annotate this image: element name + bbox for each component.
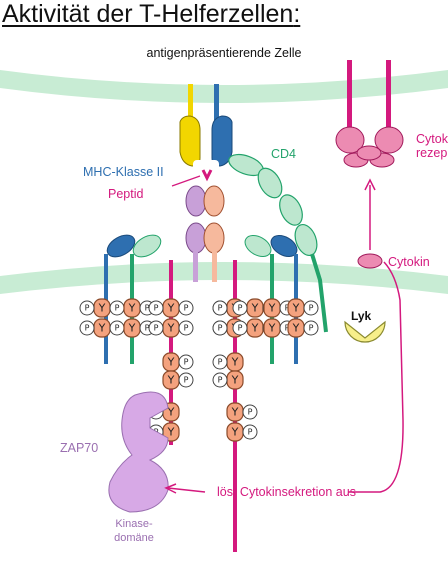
phosphate-label: P	[85, 324, 90, 333]
secretion-arrowhead	[164, 483, 177, 494]
phosphate-label: P	[85, 304, 90, 313]
phosphate-label: P	[154, 324, 159, 333]
phosphate-label: P	[184, 324, 189, 333]
cytokine-receptor-label-1: Cytok	[416, 132, 448, 146]
tcr-chains	[185, 185, 225, 282]
peptid-label: Peptid	[108, 187, 143, 201]
tyrosine-label: Y	[167, 356, 175, 369]
phosphate-marker	[212, 300, 228, 316]
phosphate-label: P	[154, 304, 159, 313]
phosphate-marker	[178, 354, 194, 370]
phosphate-marker	[148, 320, 164, 336]
phosphate-label: P	[285, 324, 290, 333]
tyrosine-label: Y	[167, 406, 175, 419]
phosphate-label: P	[145, 304, 150, 313]
peptide-pointer	[171, 175, 201, 187]
secretion-label: löst Cytokinsekretion aus	[217, 485, 356, 499]
cytokine-receptor	[335, 60, 404, 168]
tyrosine-label: Y	[231, 426, 239, 439]
phosphate-marker	[79, 300, 95, 316]
phosphate-marker	[232, 300, 248, 316]
phosphate-label: P	[115, 304, 120, 313]
tyrosine-label: Y	[167, 322, 175, 335]
phosphate-marker	[303, 300, 319, 316]
tyrosine-label: Y	[167, 426, 175, 439]
phosphate-marker	[242, 424, 258, 440]
apc-label: antigenpräsentierende Zelle	[147, 46, 302, 60]
zap70	[108, 391, 169, 513]
phosphate-label: P	[184, 304, 189, 313]
phosphate-label: P	[309, 324, 314, 333]
page-title: Aktivität der T-Helferzellen:	[2, 0, 300, 29]
lyk-label: Lyk	[351, 309, 372, 323]
tyrosine-label: Y	[251, 322, 259, 335]
lyk	[344, 320, 386, 343]
phosphate-marker	[242, 404, 258, 420]
phosphate-label: P	[248, 408, 253, 417]
cytokine-up-arrowhead	[364, 178, 376, 191]
zap70-label: ZAP70	[60, 441, 98, 455]
secretion-arrow-line	[167, 487, 206, 493]
phosphate-marker	[178, 320, 194, 336]
phosphate-label: P	[218, 324, 223, 333]
tyrosine-label: Y	[231, 406, 239, 419]
kinase-label-1: Kinase-	[115, 518, 153, 530]
phosphate-marker	[232, 320, 248, 336]
tyrosine-label: Y	[128, 322, 136, 335]
tyrosine-label: Y	[292, 302, 300, 315]
cytokine	[357, 253, 383, 269]
page-title-text: Aktivität der T-Helferzellen	[2, 0, 294, 28]
phosphate-marker	[178, 300, 194, 316]
cd4-label: CD4	[271, 147, 296, 161]
left-receptors	[104, 234, 162, 364]
tyrosine-label: Y	[231, 356, 239, 369]
phosphate-label: P	[285, 304, 290, 313]
phosphate-label: P	[218, 376, 223, 385]
phosphate-marker	[303, 320, 319, 336]
tyrosine-label: Y	[231, 374, 239, 387]
phosphate-marker	[148, 300, 164, 316]
phosphate-label: P	[238, 304, 243, 313]
phosphate-marker	[212, 320, 228, 336]
itam-group: YPPYPYPPYPPYPYPPYPYPYPYPYPYPPYPYPPYPYPPY…	[79, 298, 319, 442]
tyrosine-label: Y	[268, 302, 276, 315]
secretion-loop	[348, 261, 404, 493]
cytokine-receptor-label-2: rezep	[416, 146, 447, 160]
phosphate-label: P	[115, 324, 120, 333]
mhc-class-ii	[179, 84, 233, 172]
tyrosine-label: Y	[128, 302, 136, 315]
phosphate-label: P	[218, 358, 223, 367]
phosphate-marker	[178, 372, 194, 388]
kinase-label-2: domäne	[114, 532, 154, 544]
tyrosine-label: Y	[292, 322, 300, 335]
mhc-label: MHC-Klasse II	[83, 165, 164, 179]
phosphate-label: P	[309, 304, 314, 313]
apc-membrane	[0, 70, 448, 103]
t-cell-membrane	[0, 262, 448, 294]
phosphate-label: P	[184, 358, 189, 367]
tyrosine-label: Y	[251, 302, 259, 315]
tyrosine-label: Y	[167, 302, 175, 315]
page-title-colon: :	[293, 0, 301, 28]
cytokin-label: Cytokin	[388, 255, 430, 269]
phosphate-label: P	[218, 304, 223, 313]
tyrosine-label: Y	[268, 322, 276, 335]
phosphate-label: P	[145, 324, 150, 333]
phosphate-marker	[79, 320, 95, 336]
peptide	[201, 169, 213, 182]
tyrosine-label: Y	[98, 322, 106, 335]
phosphate-marker	[212, 354, 228, 370]
tyrosine-label: Y	[98, 302, 106, 315]
tyrosine-label: Y	[167, 374, 175, 387]
cd4	[228, 153, 328, 333]
phosphate-label: P	[248, 428, 253, 437]
phosphate-label: P	[238, 324, 243, 333]
phosphate-marker	[212, 372, 228, 388]
right-receptors	[244, 235, 298, 364]
phosphate-label: P	[184, 376, 189, 385]
